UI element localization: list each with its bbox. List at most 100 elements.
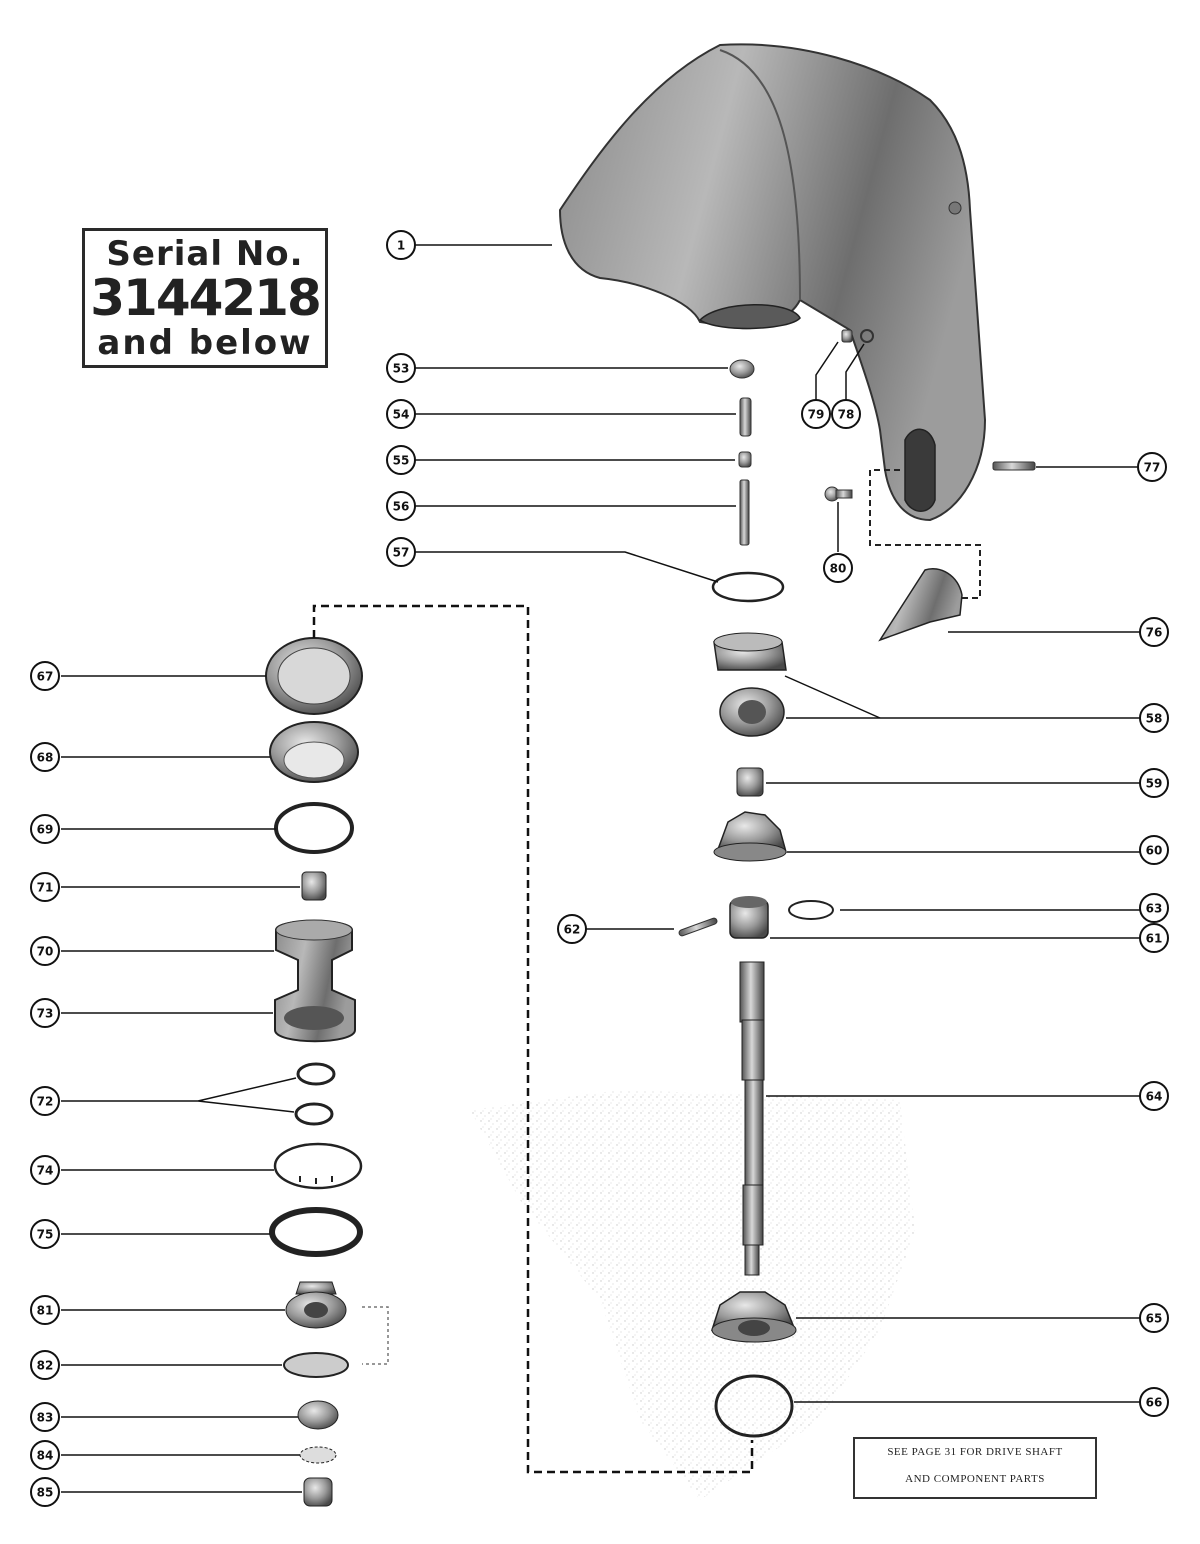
callout-circle [823,553,853,583]
callout-circle [30,1350,60,1380]
callout-57: 57 [386,537,416,567]
callout-circle [30,1477,60,1507]
nut-55 [738,451,752,468]
serial-number-label: Serial No. 3144218 and below [82,228,328,368]
pinion-gear-60 [713,811,787,862]
callout-56: 56 [386,491,416,521]
leader-lines [61,244,1140,1493]
stud-54 [739,397,752,437]
bearing-carrier-70 [274,919,356,1043]
assembly-dashed-line-main [312,604,754,1474]
callout-number: 60 [1146,844,1163,858]
callout-circle [386,230,416,260]
callout-number: 75 [37,1228,54,1242]
callout-83: 83 [30,1402,60,1432]
bearing-68 [269,721,359,783]
callout-number: 71 [37,881,54,895]
callout-circle [831,399,861,429]
washer-78 [860,329,874,343]
callout-circle [801,399,831,429]
callout-number: 59 [1146,777,1163,791]
callout-60: 60 [1139,835,1169,865]
callout-67: 67 [30,661,60,691]
serial-range: and below [97,323,313,363]
needle-bearing-59 [736,767,764,797]
callout-circle [1139,1081,1169,1111]
o-ring-69 [274,802,354,854]
lock-ring-74 [273,1142,363,1190]
callout-82: 82 [30,1350,60,1380]
callout-circle [1139,835,1169,865]
callout-number: 82 [37,1359,54,1373]
callout-85: 85 [30,1477,60,1507]
nut-53 [729,359,755,379]
callout-64: 64 [1139,1081,1169,1111]
callout-1: 1 [386,230,416,260]
callout-circle [30,1219,60,1249]
screw-80 [824,486,853,502]
callout-number: 63 [1146,902,1163,916]
callout-circle [386,399,416,429]
callout-circle [30,872,60,902]
callout-number: 1 [397,239,405,253]
callout-circle [30,1086,60,1116]
note-line-2: AND COMPONENT PARTS [905,1473,1045,1485]
callout-circle [1139,768,1169,798]
seal-67 [265,637,363,715]
bearing-81 [285,1281,347,1329]
callout-number: 65 [1146,1312,1163,1326]
callout-circle [1139,1387,1169,1417]
callout-number: 77 [1144,461,1161,475]
callout-73: 73 [30,998,60,1028]
callout-63: 63 [1139,893,1169,923]
callout-75: 75 [30,1219,60,1249]
bearing-cone-58 [719,687,785,737]
callout-number: 67 [37,670,54,684]
callout-number: 85 [37,1486,54,1500]
thrust-hub-83 [297,1400,339,1430]
callout-circle [30,814,60,844]
callout-53: 53 [386,353,416,383]
nut-85 [303,1477,333,1507]
o-ring-57 [711,571,785,603]
callout-66: 66 [1139,1387,1169,1417]
callout-79: 79 [801,399,831,429]
callout-number: 84 [37,1449,54,1463]
callout-circle [30,998,60,1028]
callout-68: 68 [30,742,60,772]
callout-number: 76 [1146,626,1163,640]
note-line-1: SEE PAGE 31 FOR DRIVE SHAFT [887,1446,1063,1458]
callout-77: 77 [1137,452,1167,482]
callout-circle [30,661,60,691]
serial-number: 3144218 [90,269,322,327]
callout-72: 72 [30,1086,60,1116]
page-reference-note: SEE PAGE 31 FOR DRIVE SHAFT AND COMPONEN… [853,1437,1097,1499]
bracket-81-82 [362,1306,389,1365]
callout-number: 54 [393,408,410,422]
needle-bearing-71 [301,871,327,901]
callout-number: 81 [37,1304,54,1318]
callout-70: 70 [30,936,60,966]
propeller-shaft-64 [739,961,765,1276]
callout-number: 74 [37,1164,54,1178]
callout-circle [1139,703,1169,733]
callout-number: 80 [830,562,847,576]
callout-circle [30,1402,60,1432]
callout-84: 84 [30,1440,60,1470]
callout-circle [557,914,587,944]
callout-71: 71 [30,872,60,902]
callout-number: 78 [838,408,855,422]
retaining-ring-63 [788,900,834,920]
callout-circle [30,1155,60,1185]
gear-61 [729,896,769,939]
callout-number: 79 [808,408,825,422]
callout-59: 59 [1139,768,1169,798]
callout-circle [1137,452,1167,482]
callout-number: 57 [393,546,410,560]
seal-72 [294,1062,336,1126]
cover-nut-75 [269,1207,363,1257]
callout-61: 61 [1139,923,1169,953]
callout-circle [386,353,416,383]
callout-81: 81 [30,1295,60,1325]
gear-housing [558,43,987,522]
